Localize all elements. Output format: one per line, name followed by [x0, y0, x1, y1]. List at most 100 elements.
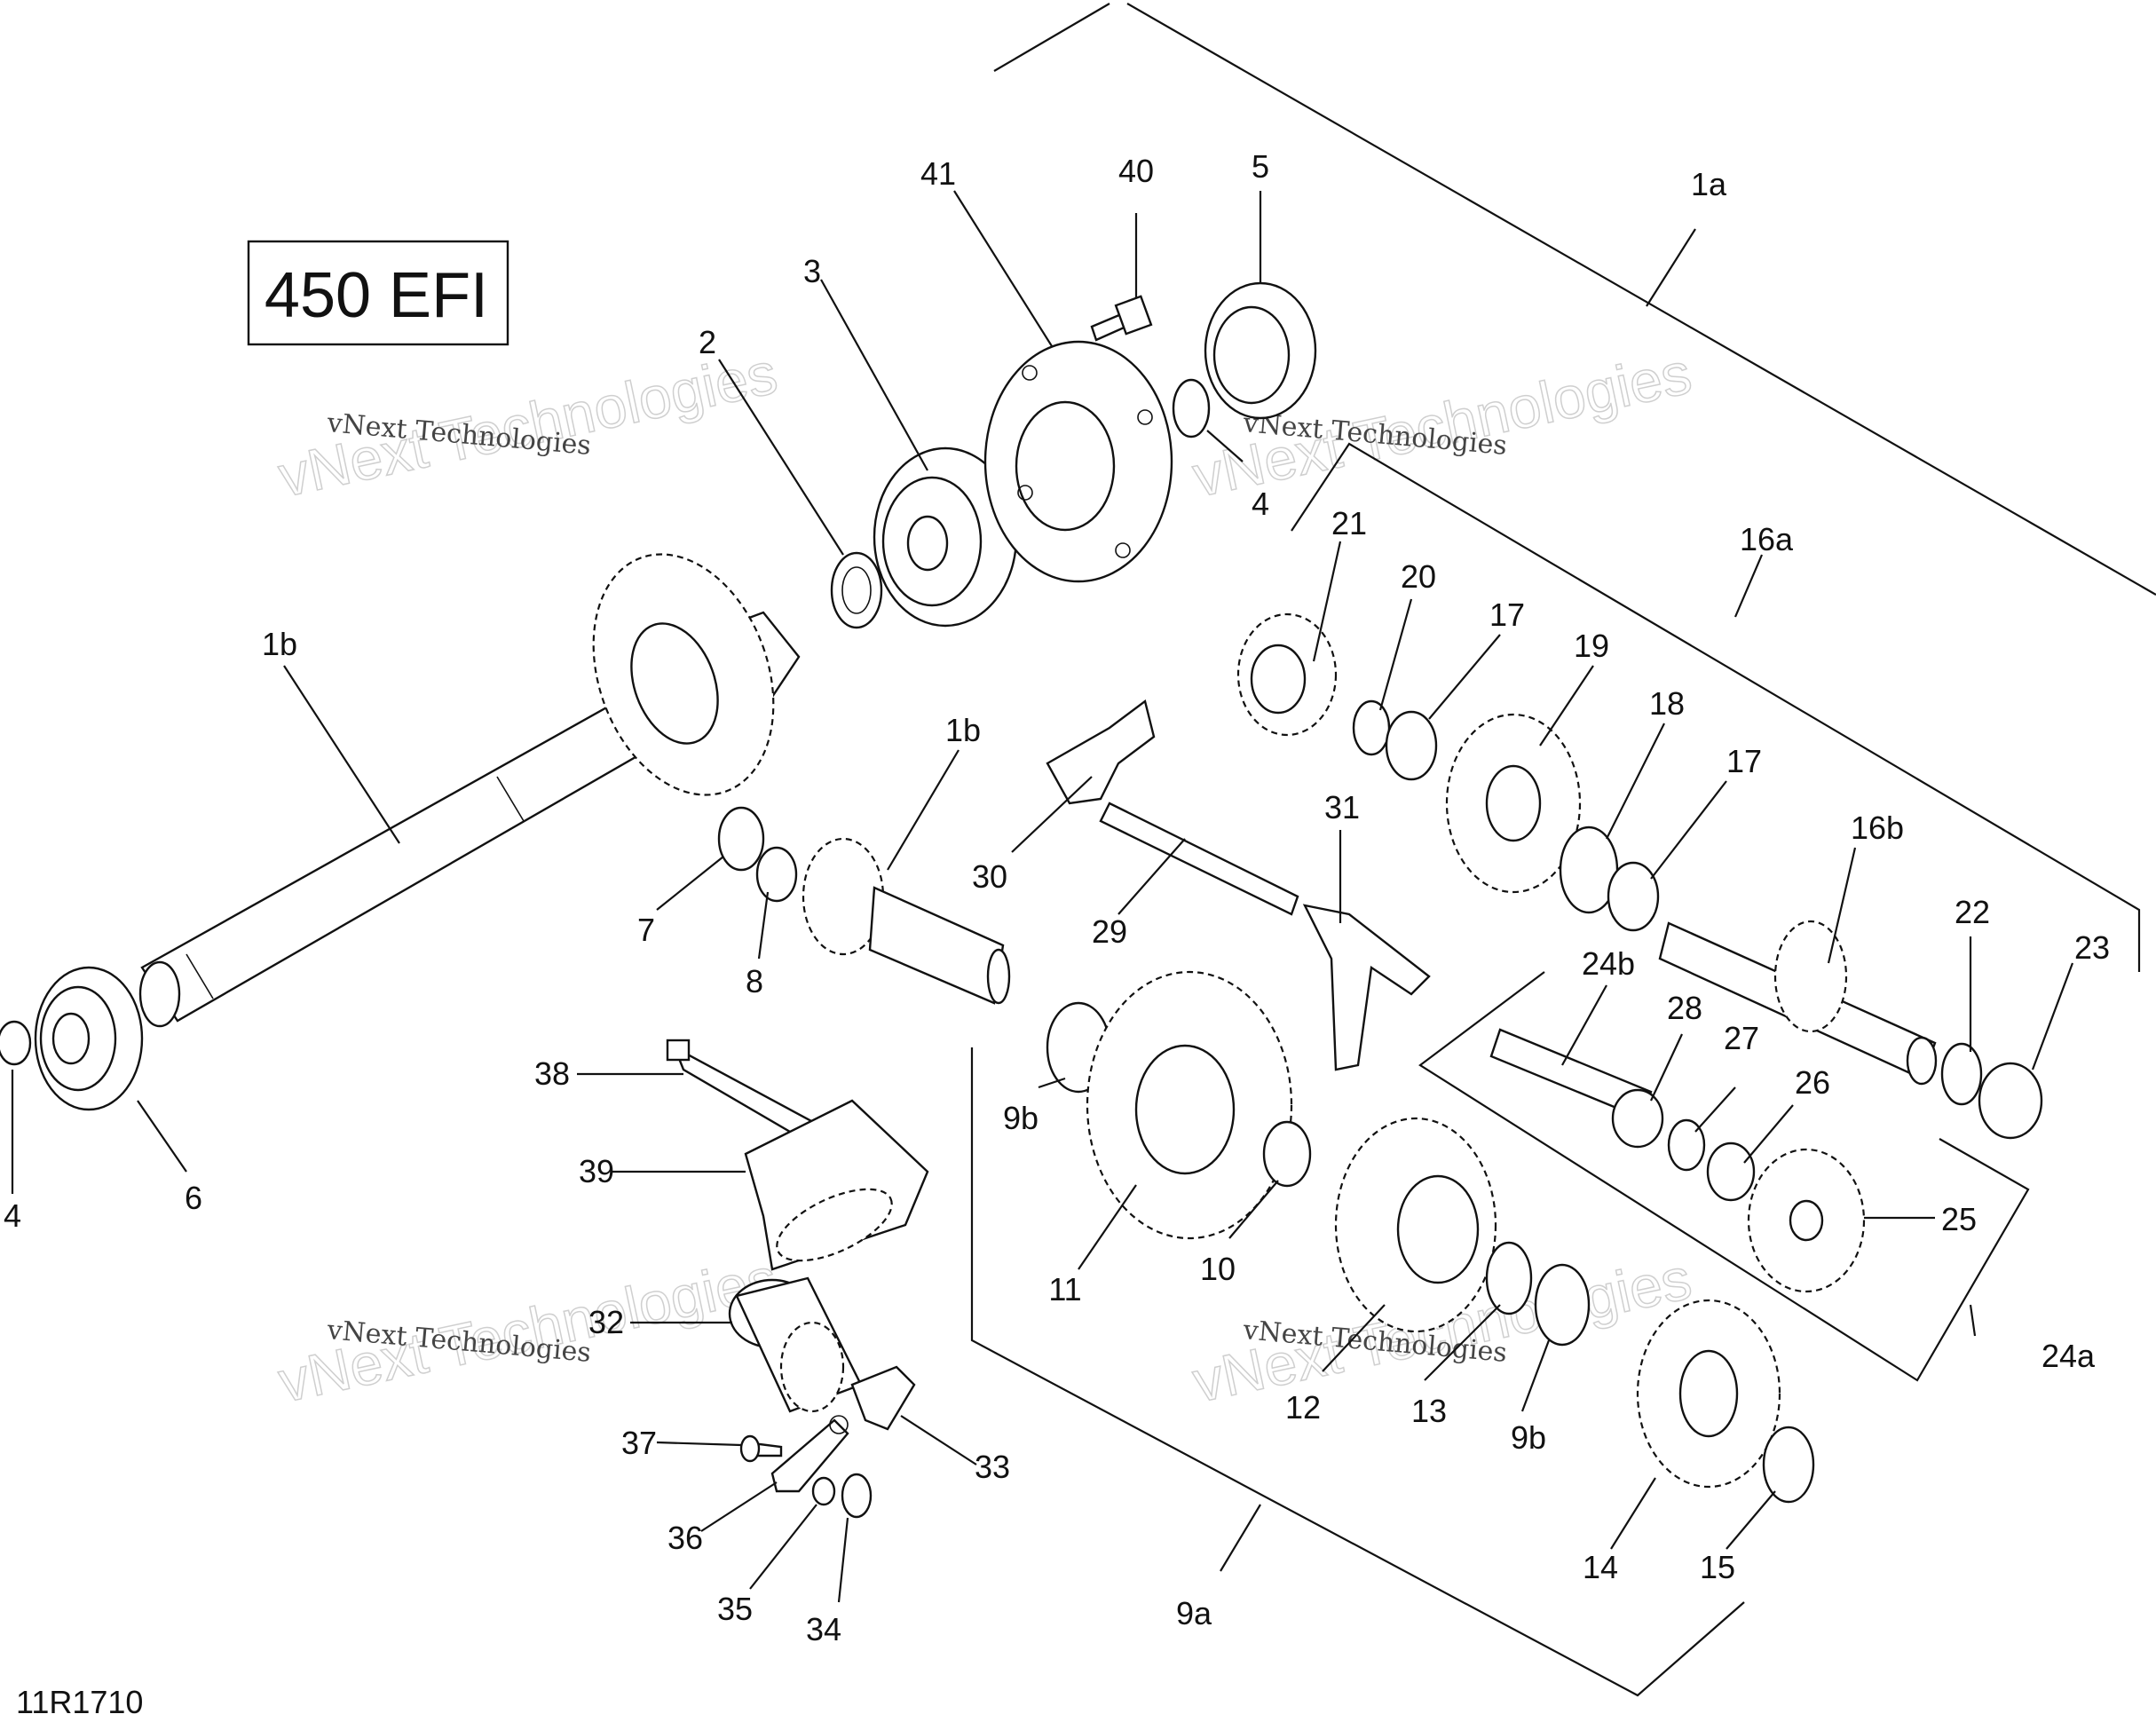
gear-11 [1086, 970, 1293, 1240]
callout-17-upper: 17 [1489, 596, 1525, 633]
callout-3: 3 [803, 253, 821, 289]
needle-bearing-26 [1706, 1141, 1756, 1202]
callout-18: 18 [1649, 685, 1685, 722]
group-bracket-1a [993, 3, 2156, 596]
pinion-shaft [802, 837, 1011, 1005]
callout-13: 13 [1411, 1393, 1447, 1429]
needle-bearing-9b-lower [1534, 1263, 1591, 1347]
leader-lines [11, 190, 2074, 1603]
group-bracket-9a [970, 1047, 1745, 1697]
callout-4-upper: 4 [1252, 486, 1269, 522]
spring-34 [841, 1473, 873, 1519]
bushing-23 [1978, 1062, 2043, 1140]
gear-19 [1445, 713, 1582, 894]
idler-gear-25 [1747, 1148, 1866, 1293]
shift-lever-39 [744, 1099, 929, 1271]
shift-shaft-29 [1099, 802, 1299, 916]
washer-17-lower [1607, 861, 1660, 932]
callout-33: 33 [975, 1449, 1010, 1485]
watermark-top-left: vNext Technologies vNext Technologies [272, 339, 784, 510]
callout-9b-lower: 9b [1511, 1419, 1546, 1456]
circlip-22 [1940, 1042, 1983, 1106]
callout-1b-shaft: 1b [262, 626, 297, 662]
callout-1b-pinion: 1b [945, 712, 981, 748]
gear-21 [1236, 612, 1338, 737]
callout-labels: 41 40 5 1a 3 2 4 21 20 17 16a 19 18 17 1… [4, 148, 2110, 1647]
callout-9b-upper: 9b [1003, 1100, 1039, 1136]
callout-41: 41 [920, 155, 956, 192]
washer-13 [1485, 1241, 1533, 1315]
bushing-28 [1611, 1088, 1664, 1149]
gear-14 [1636, 1299, 1781, 1489]
callout-24a: 24a [2041, 1338, 2096, 1374]
callout-16a: 16a [1740, 521, 1794, 557]
bearing-3 [873, 446, 1018, 628]
callout-20: 20 [1401, 558, 1436, 595]
group-bracket-24a [1418, 971, 2030, 1382]
washer-27 [1667, 1118, 1706, 1172]
callout-34: 34 [806, 1611, 841, 1647]
callout-4-lower: 4 [4, 1197, 21, 1234]
callout-29: 29 [1092, 913, 1127, 950]
callout-39: 39 [579, 1153, 614, 1189]
group-bracket-16a [1291, 442, 2141, 972]
callout-16b: 16b [1851, 810, 1904, 846]
circlip-20 [1352, 699, 1391, 756]
bearing-plate-41 [983, 340, 1173, 583]
callout-28: 28 [1667, 990, 1702, 1026]
callout-21: 21 [1331, 505, 1367, 541]
shift-fork-30 [1046, 699, 1156, 805]
callout-12: 12 [1285, 1389, 1321, 1426]
callout-15: 15 [1700, 1549, 1735, 1585]
shift-fork-31 [1302, 904, 1431, 1071]
washer-7 [717, 806, 765, 872]
callout-27: 27 [1724, 1020, 1759, 1056]
callout-2: 2 [699, 324, 716, 360]
model-title: 450 EFI [265, 260, 488, 331]
callout-30: 30 [972, 858, 1007, 895]
circlip-10 [1262, 1120, 1312, 1188]
callout-40: 40 [1118, 153, 1154, 189]
callout-17-lower: 17 [1726, 743, 1762, 779]
circlip-4-left [0, 1020, 32, 1066]
drawing-code: 11R1710 [16, 1684, 143, 1720]
bearing-6 [34, 966, 144, 1111]
washer-2 [830, 551, 883, 629]
callout-32: 32 [588, 1304, 624, 1340]
washer-15 [1762, 1426, 1815, 1504]
washer-35 [811, 1476, 836, 1506]
callout-11: 11 [1048, 1271, 1081, 1307]
callout-1a: 1a [1691, 166, 1727, 202]
callout-6: 6 [185, 1180, 202, 1216]
callout-24b: 24b [1582, 945, 1635, 982]
gear-12 [1334, 1117, 1497, 1333]
callout-10: 10 [1200, 1251, 1236, 1287]
callout-38: 38 [534, 1055, 570, 1092]
o-ring-4 [1172, 378, 1211, 438]
callout-14: 14 [1583, 1549, 1618, 1585]
washer-8 [755, 846, 798, 903]
bevel-gear [592, 553, 775, 796]
callout-5: 5 [1252, 148, 1269, 185]
callout-37: 37 [621, 1425, 657, 1461]
callout-36: 36 [667, 1520, 703, 1556]
bolt-40 [1090, 295, 1153, 342]
screw-37 [739, 1434, 783, 1463]
watermark-bottom-left: vNext Technologies vNext Technologies [272, 1244, 784, 1416]
model-title-box: 450 EFI [247, 240, 509, 346]
callout-22: 22 [1955, 894, 1990, 930]
callout-19: 19 [1574, 628, 1609, 664]
callout-7: 7 [637, 912, 655, 948]
callout-31: 31 [1324, 789, 1360, 826]
callout-8: 8 [746, 963, 763, 999]
callout-23: 23 [2074, 929, 2110, 966]
callout-9a: 9a [1176, 1595, 1212, 1631]
shift-drum-32 [728, 1276, 863, 1413]
index-lever-36 [770, 1415, 849, 1493]
countershaft-16b [1658, 920, 1938, 1086]
callout-25: 25 [1941, 1201, 1977, 1237]
plate-33 [850, 1365, 916, 1431]
oil-seal-5 [1204, 281, 1317, 420]
callout-26: 26 [1795, 1064, 1830, 1101]
